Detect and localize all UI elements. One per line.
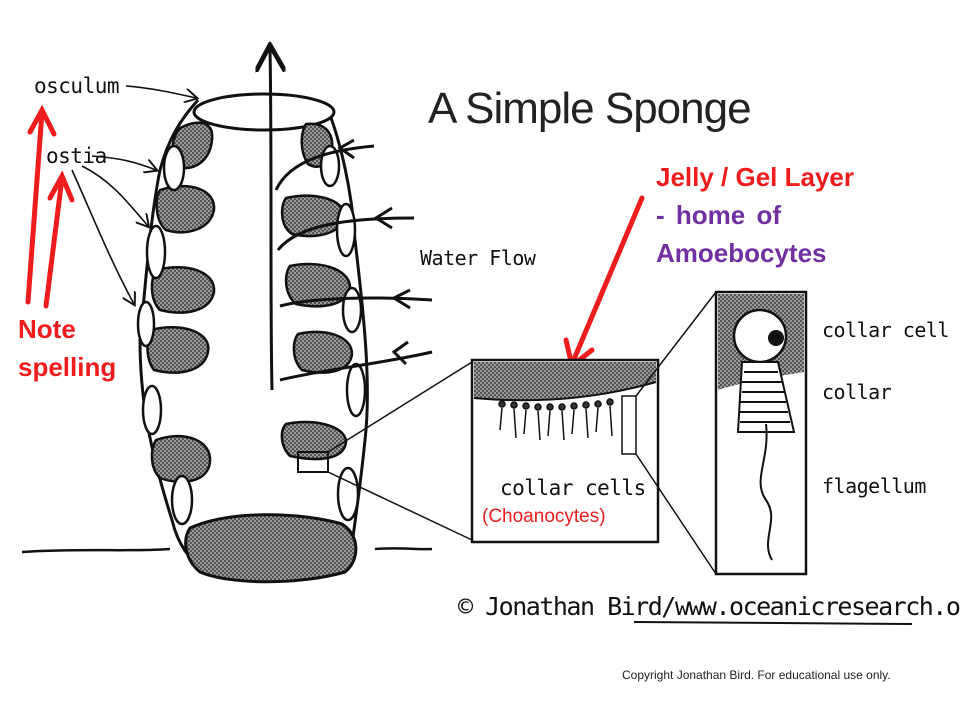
ostia-label: ostia bbox=[46, 144, 107, 168]
collar-cell-row bbox=[498, 398, 614, 441]
diagram-title: A Simple Sponge bbox=[428, 84, 752, 133]
flagellum-label: flagellum bbox=[822, 474, 926, 498]
note-annotation: Note bbox=[18, 314, 76, 344]
choanocytes-annotation: (Choanocytes) bbox=[482, 506, 606, 527]
sponge-body bbox=[136, 92, 369, 584]
credit-underline bbox=[633, 621, 913, 625]
water-flow-label: Water Flow bbox=[420, 246, 536, 270]
osculum-label: osculum bbox=[34, 74, 120, 98]
red-annotation-arrows bbox=[25, 104, 645, 371]
collar-label: collar bbox=[822, 380, 892, 404]
ground-line bbox=[21, 547, 433, 554]
collar-cell-label: collar cell bbox=[822, 318, 949, 342]
spelling-annotation: spelling bbox=[18, 352, 117, 382]
copyright-footer: Copyright Jonathan Bird. For educational… bbox=[622, 668, 891, 682]
jelly-layer-annotation: Jelly / Gel Layer bbox=[656, 162, 855, 192]
home-of-annotation: - home of bbox=[656, 200, 781, 230]
single-collar-cell-panel bbox=[635, 290, 808, 576]
collar-cells-label: collar cells bbox=[500, 476, 646, 500]
ostia-pores bbox=[136, 144, 367, 526]
credit-label: © Jonathan Bird/www.oceanicresearch.org bbox=[458, 592, 960, 621]
collar-cells-panel bbox=[327, 358, 660, 544]
label-pointers bbox=[71, 85, 196, 304]
amoebocytes-annotation: Amoebocytes bbox=[656, 238, 827, 268]
water-flow-arrows bbox=[262, 40, 433, 391]
